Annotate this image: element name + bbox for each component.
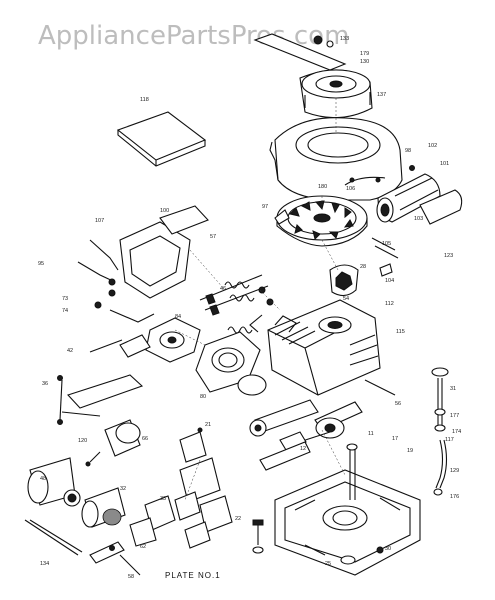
part-label[interactable]: 48 — [40, 476, 46, 482]
part-label[interactable]: 58 — [128, 574, 134, 580]
part-label[interactable]: 105 — [382, 241, 391, 247]
part-label[interactable]: 84 — [175, 314, 181, 320]
part-label[interactable]: 137 — [377, 92, 386, 98]
part-label[interactable]: 80 — [200, 394, 206, 400]
valve-assembly[interactable] — [199, 274, 274, 334]
oil-fill-tube[interactable] — [431, 367, 449, 496]
part-label[interactable]: 115 — [396, 329, 405, 335]
cylinder-block[interactable] — [249, 299, 396, 396]
part-label[interactable]: 22 — [235, 516, 241, 522]
part-label[interactable]: 73 — [62, 296, 68, 302]
owners-manual[interactable] — [116, 111, 207, 167]
part-label[interactable]: 107 — [95, 218, 104, 224]
crankcase-sump[interactable] — [274, 443, 421, 576]
part-label[interactable]: 46 — [220, 286, 226, 292]
part-label[interactable]: 103 — [414, 216, 423, 222]
part-label[interactable]: 17 — [392, 436, 398, 442]
gaskets-and-covers[interactable] — [129, 427, 233, 549]
part-label[interactable]: 32 — [120, 486, 126, 492]
leader-lines — [174, 98, 346, 501]
part-label[interactable]: 42 — [67, 348, 73, 354]
part-label[interactable]: 25 — [325, 561, 331, 567]
part-label[interactable]: 62 — [140, 544, 146, 550]
sump-drain-bolt[interactable] — [252, 519, 384, 565]
part-label[interactable]: 129 — [450, 468, 459, 474]
part-label[interactable]: 176 — [450, 494, 459, 500]
part-label[interactable]: 179 — [360, 51, 369, 57]
flywheel[interactable] — [276, 195, 368, 247]
part-label[interactable]: 106 — [346, 186, 355, 192]
part-label[interactable]: 117 — [445, 437, 454, 443]
part-label[interactable]: 98 — [405, 148, 411, 154]
part-label[interactable]: 118 — [140, 97, 149, 103]
part-label[interactable]: 74 — [62, 308, 68, 314]
fuel-pump[interactable] — [85, 419, 141, 467]
part-label[interactable]: 31 — [450, 386, 456, 392]
part-label[interactable]: 134 — [40, 561, 49, 567]
part-label[interactable]: 66 — [142, 436, 148, 442]
part-label[interactable]: 174 — [452, 429, 461, 435]
part-label[interactable]: 30 — [385, 546, 391, 552]
part-label[interactable]: 112 — [385, 301, 394, 307]
fuel-line-and-bracket[interactable] — [57, 374, 144, 425]
lower-left-hardware[interactable] — [89, 541, 141, 576]
flywheel-hardware[interactable] — [274, 209, 399, 297]
part-label[interactable]: 12 — [300, 446, 306, 452]
crankshaft[interactable] — [279, 401, 363, 451]
muffler-assembly[interactable] — [24, 457, 126, 556]
part-label[interactable]: 123 — [444, 253, 453, 259]
part-label[interactable]: 100 — [160, 208, 169, 214]
plate-number-label: PLATE NO.1 — [165, 571, 221, 580]
blower-housing[interactable] — [269, 117, 403, 201]
carburetor-assembly[interactable] — [77, 205, 267, 396]
part-label[interactable]: 56 — [395, 401, 401, 407]
part-label[interactable]: 104 — [385, 278, 394, 284]
part-label[interactable]: 33 — [160, 496, 166, 502]
part-label[interactable]: 36 — [42, 381, 48, 387]
part-label[interactable]: 28 — [360, 264, 366, 270]
part-label[interactable]: 21 — [205, 422, 211, 428]
part-number-labels: 133 179 130 137 118 98 102 101 103 97 18… — [38, 36, 461, 580]
connecting-rod[interactable] — [249, 399, 319, 471]
part-label[interactable]: 95 — [38, 261, 44, 267]
part-label[interactable]: 133 — [340, 36, 349, 42]
part-label[interactable]: 11 — [368, 431, 374, 437]
part-label[interactable]: 120 — [78, 438, 87, 444]
part-label[interactable]: 177 — [450, 413, 459, 419]
recoil-starter-assembly[interactable] — [253, 33, 373, 119]
part-label[interactable]: 101 — [440, 161, 449, 167]
part-label[interactable]: 19 — [407, 448, 413, 454]
part-label[interactable]: 57 — [210, 234, 216, 240]
part-label[interactable]: 97 — [262, 204, 268, 210]
part-label[interactable]: 102 — [428, 143, 437, 149]
part-label[interactable]: 54 — [343, 296, 349, 302]
air-cleaner[interactable] — [376, 165, 463, 225]
part-label[interactable]: 180 — [318, 184, 327, 190]
part-label[interactable]: 130 — [360, 59, 369, 65]
